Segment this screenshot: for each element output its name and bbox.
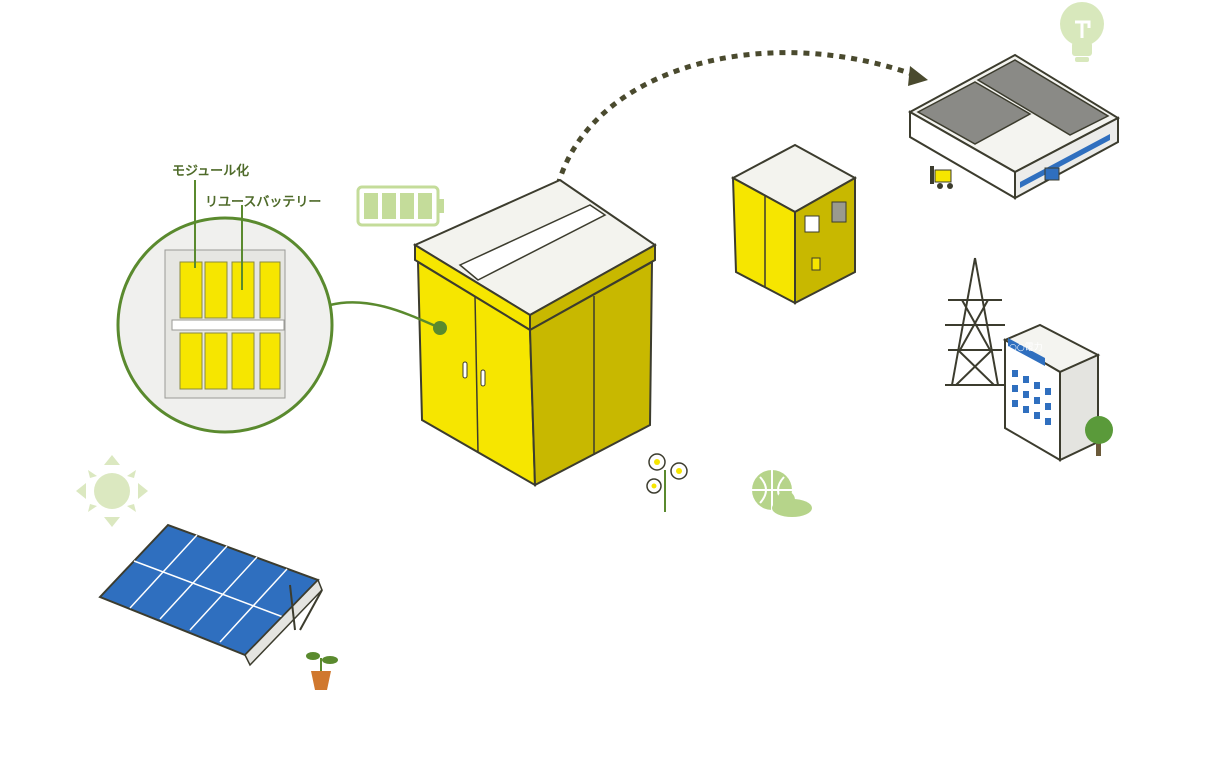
main-battery-cabinet	[412, 178, 657, 487]
globe-cloud-icon	[752, 470, 812, 517]
tree-icon	[1085, 416, 1113, 456]
sprout-icon	[306, 652, 338, 690]
forklift-icon	[930, 166, 953, 189]
solar-panel-array	[98, 523, 323, 667]
small-cabinet	[730, 143, 858, 305]
office-building	[1002, 323, 1101, 462]
module-zoom-circle	[116, 216, 334, 434]
factory-building	[907, 53, 1121, 200]
battery-icon	[356, 185, 444, 227]
sun-icon	[76, 455, 148, 527]
building-sign-text: ○○電力	[1009, 341, 1043, 353]
zoom-connector	[329, 301, 441, 330]
reuse-battery-label: リユースバッテリー	[205, 195, 322, 210]
flower-icon	[646, 453, 688, 512]
flow-arrow	[555, 50, 928, 186]
lightbulb-icon	[1060, 2, 1104, 62]
transmission-tower	[945, 257, 1005, 386]
module-label: モジュール化	[172, 164, 250, 179]
zoom-pointer-dot	[433, 321, 447, 335]
